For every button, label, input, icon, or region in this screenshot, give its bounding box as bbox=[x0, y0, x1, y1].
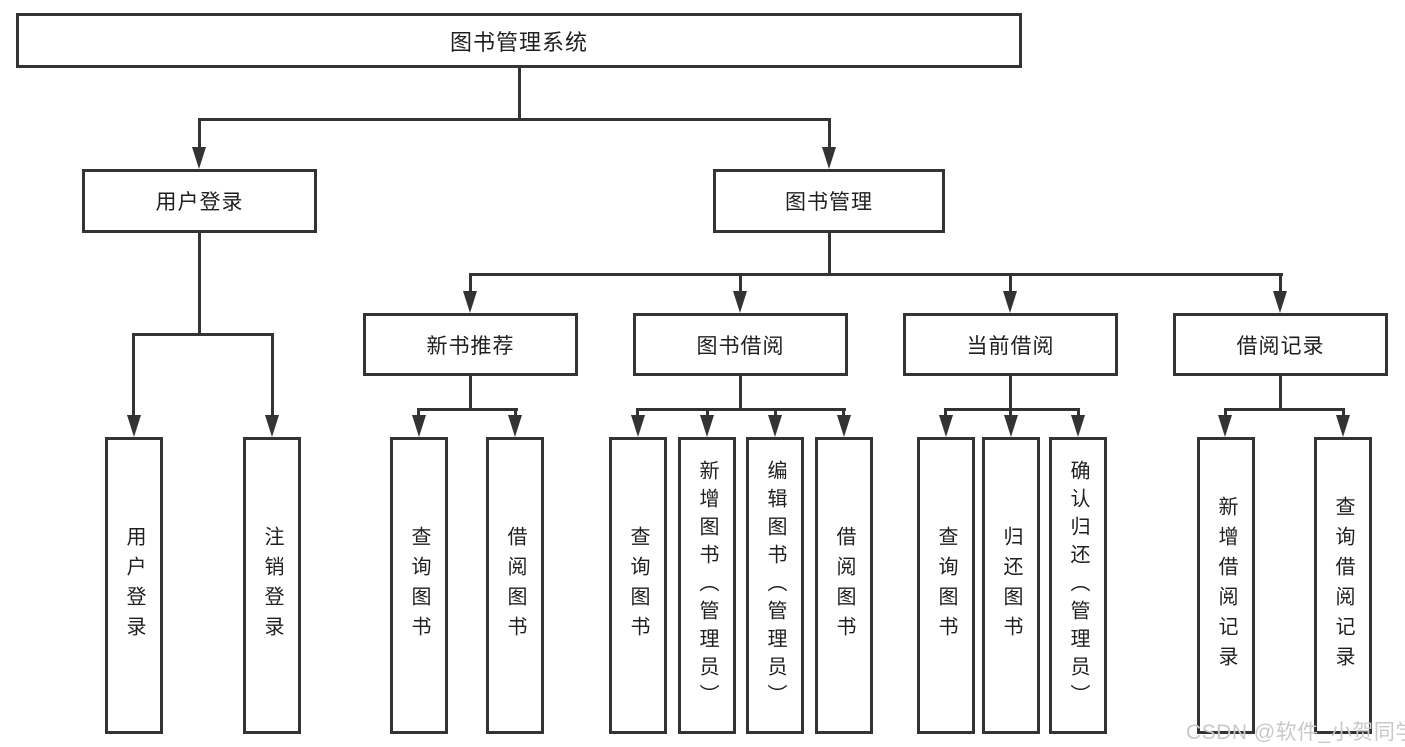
leaf-label: 查询图书 bbox=[408, 525, 430, 646]
leaf-label: 确认归还（管理员） bbox=[1067, 459, 1089, 712]
connector-root-stem bbox=[518, 68, 521, 121]
leaf-label: 新增借阅记录 bbox=[1215, 495, 1237, 676]
node-label: 图书借阅 bbox=[696, 334, 785, 358]
node-label: 借阅记录 bbox=[1236, 334, 1325, 358]
leaf-query-borrow-record: 查询借阅记录 bbox=[1314, 437, 1372, 734]
arrowhead-down-icon bbox=[463, 291, 477, 313]
arrowhead-down-icon bbox=[1273, 291, 1287, 313]
connector-leaf-line bbox=[944, 408, 947, 416]
leaf-label: 归还图书 bbox=[1000, 525, 1022, 646]
connector-leaf-line bbox=[132, 333, 135, 415]
leaf-edit-book-admin: 编辑图书（管理员） bbox=[746, 437, 804, 734]
leaf-label: 新增图书（管理员） bbox=[696, 459, 718, 712]
leaf-query-book: 查询图书 bbox=[390, 437, 448, 734]
connector-user-login-stem bbox=[198, 233, 201, 336]
arrowhead-down-icon bbox=[192, 147, 206, 169]
connector-stem bbox=[739, 376, 742, 411]
connector-book-mgmt-stem bbox=[828, 233, 831, 276]
node-user-login-label: 用户登录 bbox=[155, 191, 244, 214]
leaf-confirm-return-admin: 确认归还（管理员） bbox=[1049, 437, 1107, 734]
arrowhead-down-icon bbox=[631, 415, 645, 437]
leaf-add-borrow-record: 新增借阅记录 bbox=[1197, 437, 1255, 734]
node-book-mgmt-label: 图书管理 bbox=[785, 191, 873, 214]
node-label: 新书推荐 bbox=[426, 334, 515, 358]
node-borrow-record: 借阅记录 bbox=[1173, 313, 1388, 376]
arrowhead-down-icon bbox=[127, 415, 141, 437]
connector-leaf-line bbox=[1077, 408, 1080, 416]
arrowhead-down-icon bbox=[1004, 415, 1018, 437]
leaf-query-book: 查询图书 bbox=[917, 437, 975, 734]
connector-leaf-line bbox=[514, 408, 517, 416]
connector-bar bbox=[1224, 408, 1345, 411]
leaf-label: 查询图书 bbox=[935, 525, 957, 646]
node-label: 当前借阅 bbox=[966, 334, 1055, 358]
leaf-label: 查询图书 bbox=[627, 525, 649, 646]
connector-leaf-line bbox=[706, 408, 709, 416]
leaf-label: 借阅图书 bbox=[833, 525, 855, 646]
connector-leaf-line bbox=[1342, 408, 1345, 416]
connector-l3-line bbox=[1279, 273, 1282, 291]
arrowhead-down-icon bbox=[1336, 415, 1350, 437]
arrowhead-down-icon bbox=[939, 415, 953, 437]
leaf-borrow-book: 借阅图书 bbox=[815, 437, 873, 734]
node-root-label: 图书管理系统 bbox=[449, 29, 588, 55]
leaf-label: 借阅图书 bbox=[504, 525, 526, 646]
csdn-watermark: CSDN @软件_小贺同学 bbox=[1186, 721, 1405, 744]
node-new-book-recommend: 新书推荐 bbox=[363, 313, 578, 376]
connector-to-user-login bbox=[198, 118, 201, 148]
connector-leaf-line bbox=[417, 408, 420, 416]
connector-leaf-line bbox=[1009, 408, 1012, 416]
arrowhead-down-icon bbox=[700, 415, 714, 437]
node-user-login: 用户登录 bbox=[82, 169, 317, 233]
arrowhead-down-icon bbox=[768, 415, 782, 437]
arrowhead-down-icon bbox=[412, 415, 426, 437]
connector-stem bbox=[469, 376, 472, 411]
connector-leaf-line bbox=[636, 408, 639, 416]
connector-bar bbox=[945, 408, 1080, 411]
leaf-query-book: 查询图书 bbox=[609, 437, 667, 734]
leaf-label: 查询借阅记录 bbox=[1332, 495, 1354, 676]
connector-leaf-line bbox=[1224, 408, 1227, 416]
arrowhead-down-icon bbox=[822, 147, 836, 169]
leaf-borrow-book: 借阅图书 bbox=[486, 437, 544, 734]
connector-user-login-bar bbox=[132, 333, 274, 336]
leaf-add-book-admin: 新增图书（管理员） bbox=[678, 437, 736, 734]
connector-bar bbox=[637, 408, 846, 411]
arrowhead-down-icon bbox=[1003, 291, 1017, 313]
arrowhead-down-icon bbox=[508, 415, 522, 437]
connector-stem bbox=[1279, 376, 1282, 411]
leaf-label: 编辑图书（管理员） bbox=[764, 459, 786, 712]
connector-l3-line bbox=[469, 273, 472, 291]
node-root-system: 图书管理系统 bbox=[16, 13, 1022, 68]
connector-root-bar bbox=[198, 118, 831, 121]
leaf-label: 用户登录 bbox=[123, 525, 145, 646]
arrowhead-down-icon bbox=[1071, 415, 1085, 437]
connector-to-book-mgmt bbox=[828, 118, 831, 148]
leaf-logout: 注销登录 bbox=[243, 437, 301, 734]
connector-leaf-line bbox=[774, 408, 777, 416]
arrowhead-down-icon bbox=[733, 291, 747, 313]
node-current-borrow: 当前借阅 bbox=[903, 313, 1118, 376]
leaf-return-book: 归还图书 bbox=[982, 437, 1040, 734]
leaf-user-login: 用户登录 bbox=[105, 437, 163, 734]
connector-book-mgmt-bar bbox=[469, 273, 1283, 276]
connector-leaf-line bbox=[271, 333, 274, 415]
arrowhead-down-icon bbox=[1218, 415, 1232, 437]
leaf-label: 注销登录 bbox=[261, 525, 283, 646]
node-book-borrow: 图书借阅 bbox=[633, 313, 848, 376]
connector-leaf-line bbox=[842, 408, 845, 416]
arrowhead-down-icon bbox=[265, 415, 279, 437]
arrowhead-down-icon bbox=[837, 415, 851, 437]
connector-bar bbox=[418, 408, 518, 411]
connector-stem bbox=[1009, 376, 1012, 411]
connector-l3-line bbox=[1009, 273, 1012, 291]
connector-l3-line bbox=[739, 273, 742, 291]
node-book-mgmt: 图书管理 bbox=[713, 169, 945, 233]
